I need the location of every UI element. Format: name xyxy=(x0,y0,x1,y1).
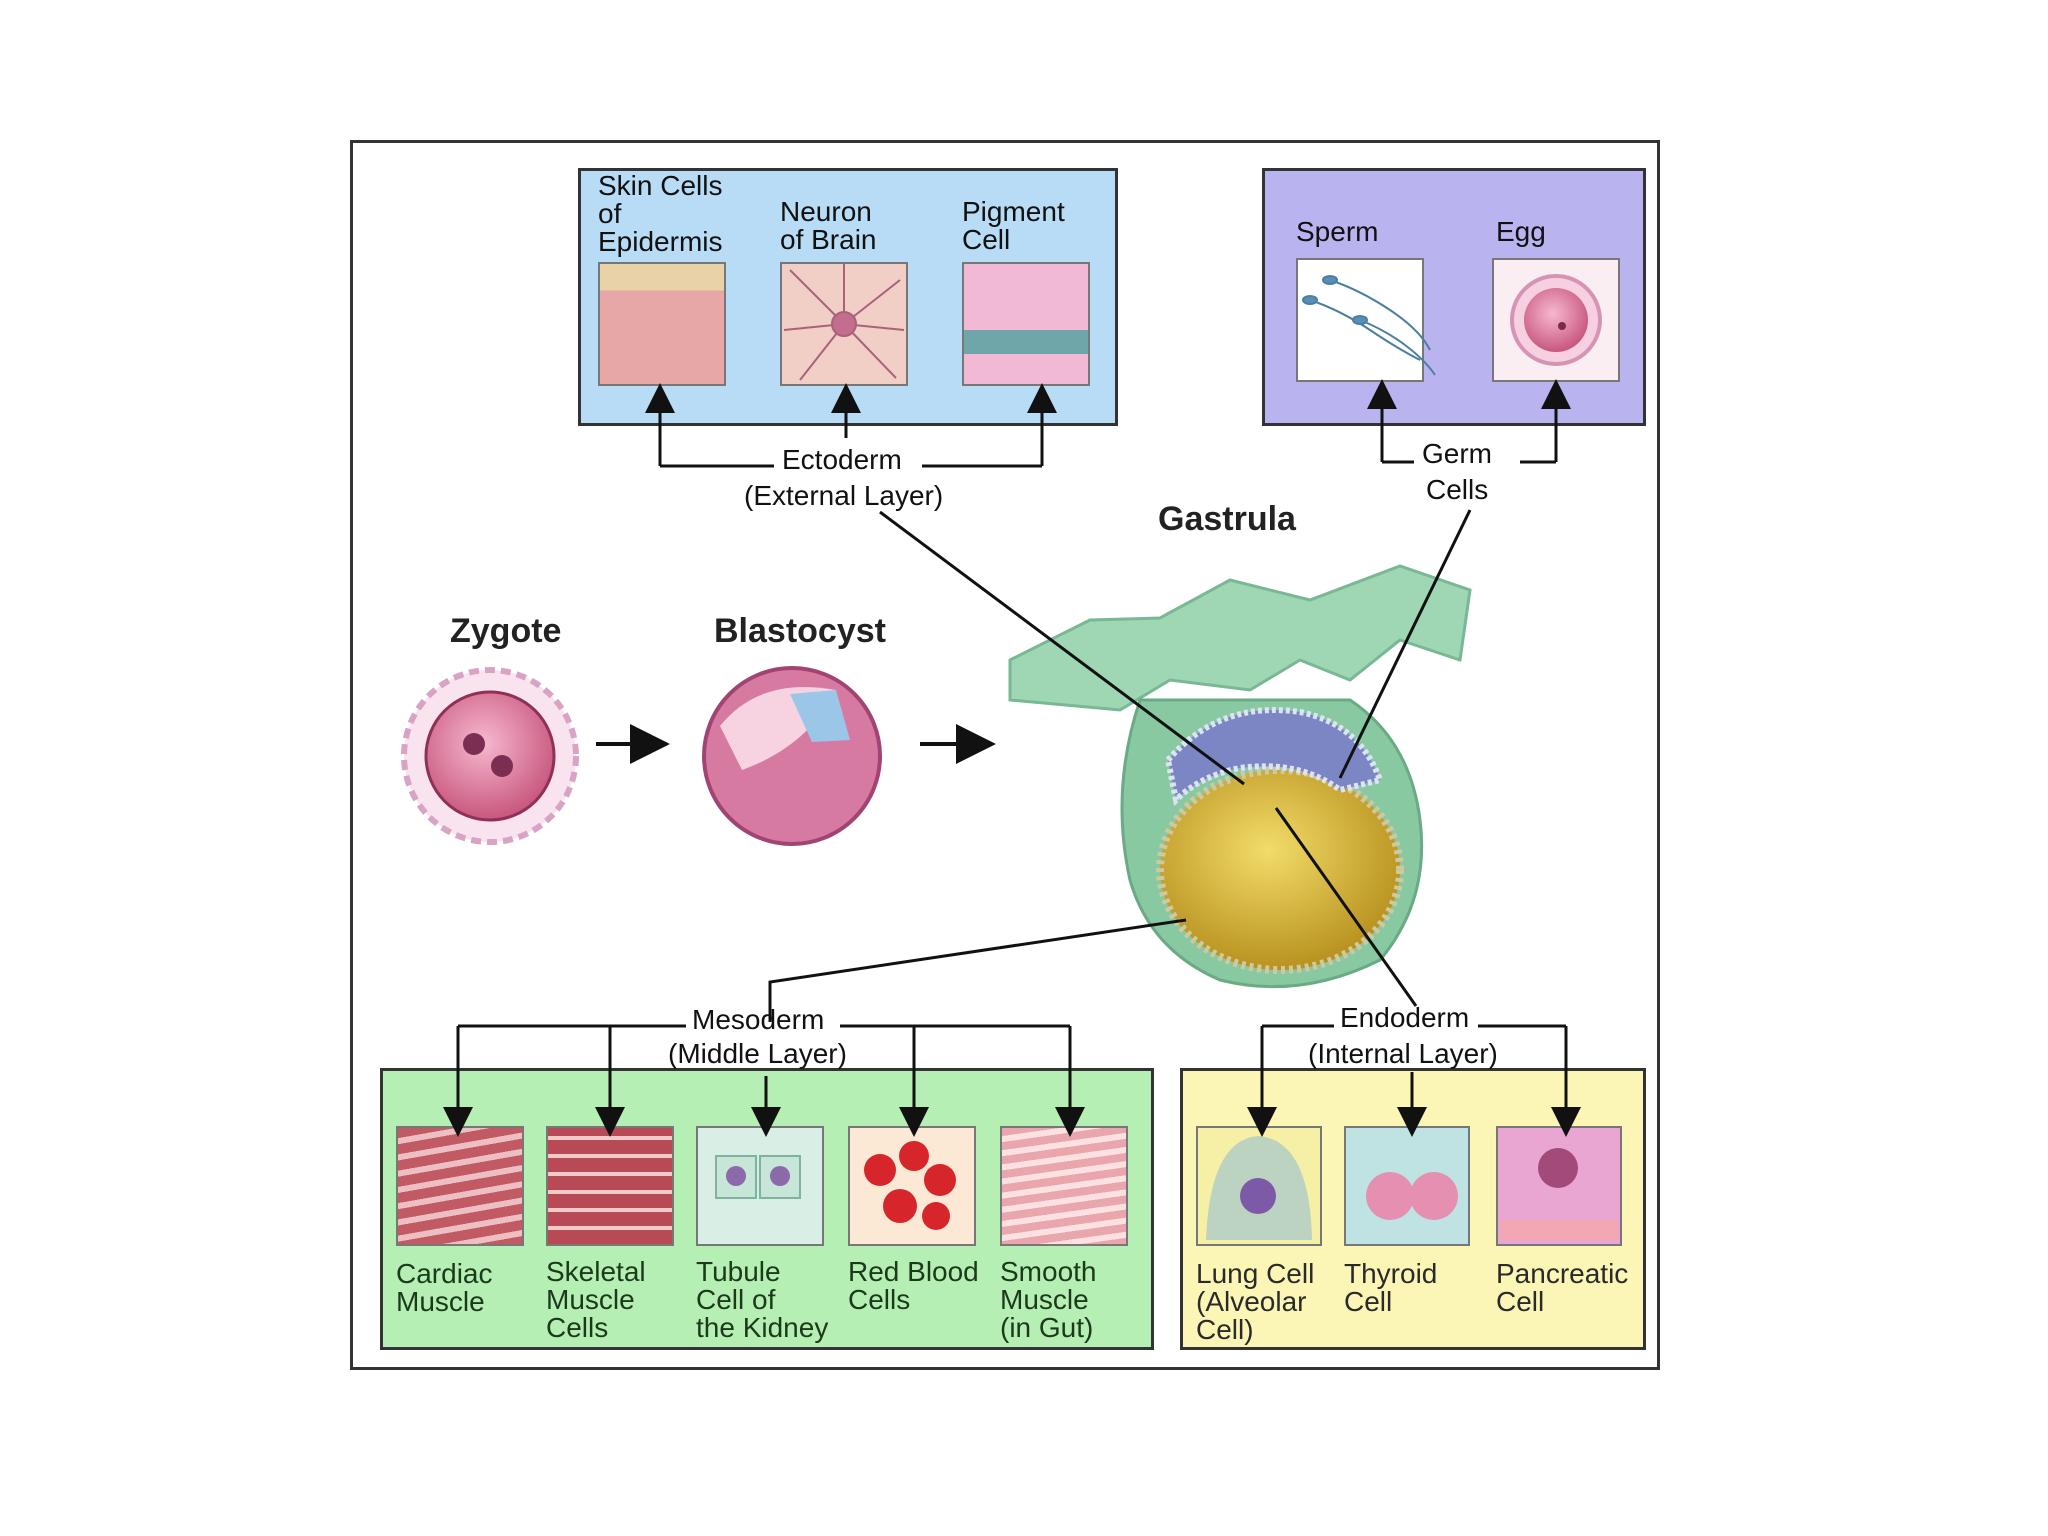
mesoderm-cell-label-rbc: Red Blood Cells xyxy=(848,1256,979,1315)
germ-subtitle: Cells xyxy=(1426,474,1489,505)
gastrula-title: Gastrula xyxy=(1158,500,1296,538)
ectoderm-subtitle: (External Layer) xyxy=(744,480,944,511)
mesoderm-cell-label-tubule: Tubule Cell of the Kidney xyxy=(696,1256,829,1343)
lung-cell-icon xyxy=(1206,1136,1312,1240)
blastocyst-icon xyxy=(702,666,882,846)
cardiac-muscle-image xyxy=(396,1126,524,1246)
pigment-cell-image xyxy=(962,262,1090,386)
germ-cell-label-egg: Egg xyxy=(1496,216,1546,247)
endoderm-subtitle: (Internal Layer) xyxy=(1308,1038,1498,1069)
germ-title: Germ xyxy=(1422,438,1492,469)
blastocyst-title: Blastocyst xyxy=(714,612,886,650)
endoderm-title: Endoderm xyxy=(1340,1002,1470,1033)
endoderm-cell-label-pancreatic: Pancreatic Cell xyxy=(1496,1258,1629,1317)
endoderm-cell-label-thyroid: Thyroid Cell xyxy=(1344,1258,1438,1317)
mesoderm-title: Mesoderm xyxy=(692,1004,825,1035)
mesoderm-cell-label-cardiac: Cardiac Muscle xyxy=(396,1258,493,1317)
kidney-tubule-icon xyxy=(715,1155,801,1199)
thyroid-cell-icon xyxy=(1366,1172,1458,1220)
mesoderm-cell-label-smooth: Smooth Muscle (in Gut) xyxy=(1000,1256,1097,1343)
mesoderm-cell-label-skeletal: Skeletal Muscle Cells xyxy=(546,1256,646,1343)
neuron-icon xyxy=(783,264,905,381)
ectoderm-cell-label-pigment: Pigment Cell xyxy=(962,196,1065,255)
ectoderm-title: Ectoderm xyxy=(782,444,902,475)
ectoderm-cell-label-skin: Skin Cells of Epidermis xyxy=(598,170,723,257)
germ-cell-label-sperm: Sperm xyxy=(1296,216,1379,247)
zygote-icon xyxy=(401,667,579,845)
gastrula-icon xyxy=(1008,564,1472,989)
ectoderm-cell-label-neuron: Neuron of Brain xyxy=(780,196,877,255)
endoderm-cell-label-lung: Lung Cell (Alveolar Cell) xyxy=(1196,1258,1315,1345)
red-blood-cells-icon xyxy=(864,1141,956,1230)
mesoderm-subtitle: (Middle Layer) xyxy=(668,1038,847,1069)
smooth-muscle-image xyxy=(1000,1126,1128,1246)
sperm-icon xyxy=(1302,275,1436,376)
zygote-title: Zygote xyxy=(450,612,562,650)
skeletal-muscle-image xyxy=(546,1126,674,1246)
pancreatic-cell-icon xyxy=(1500,1148,1618,1240)
skin-cells-image xyxy=(598,262,726,386)
egg-icon xyxy=(1510,274,1602,366)
